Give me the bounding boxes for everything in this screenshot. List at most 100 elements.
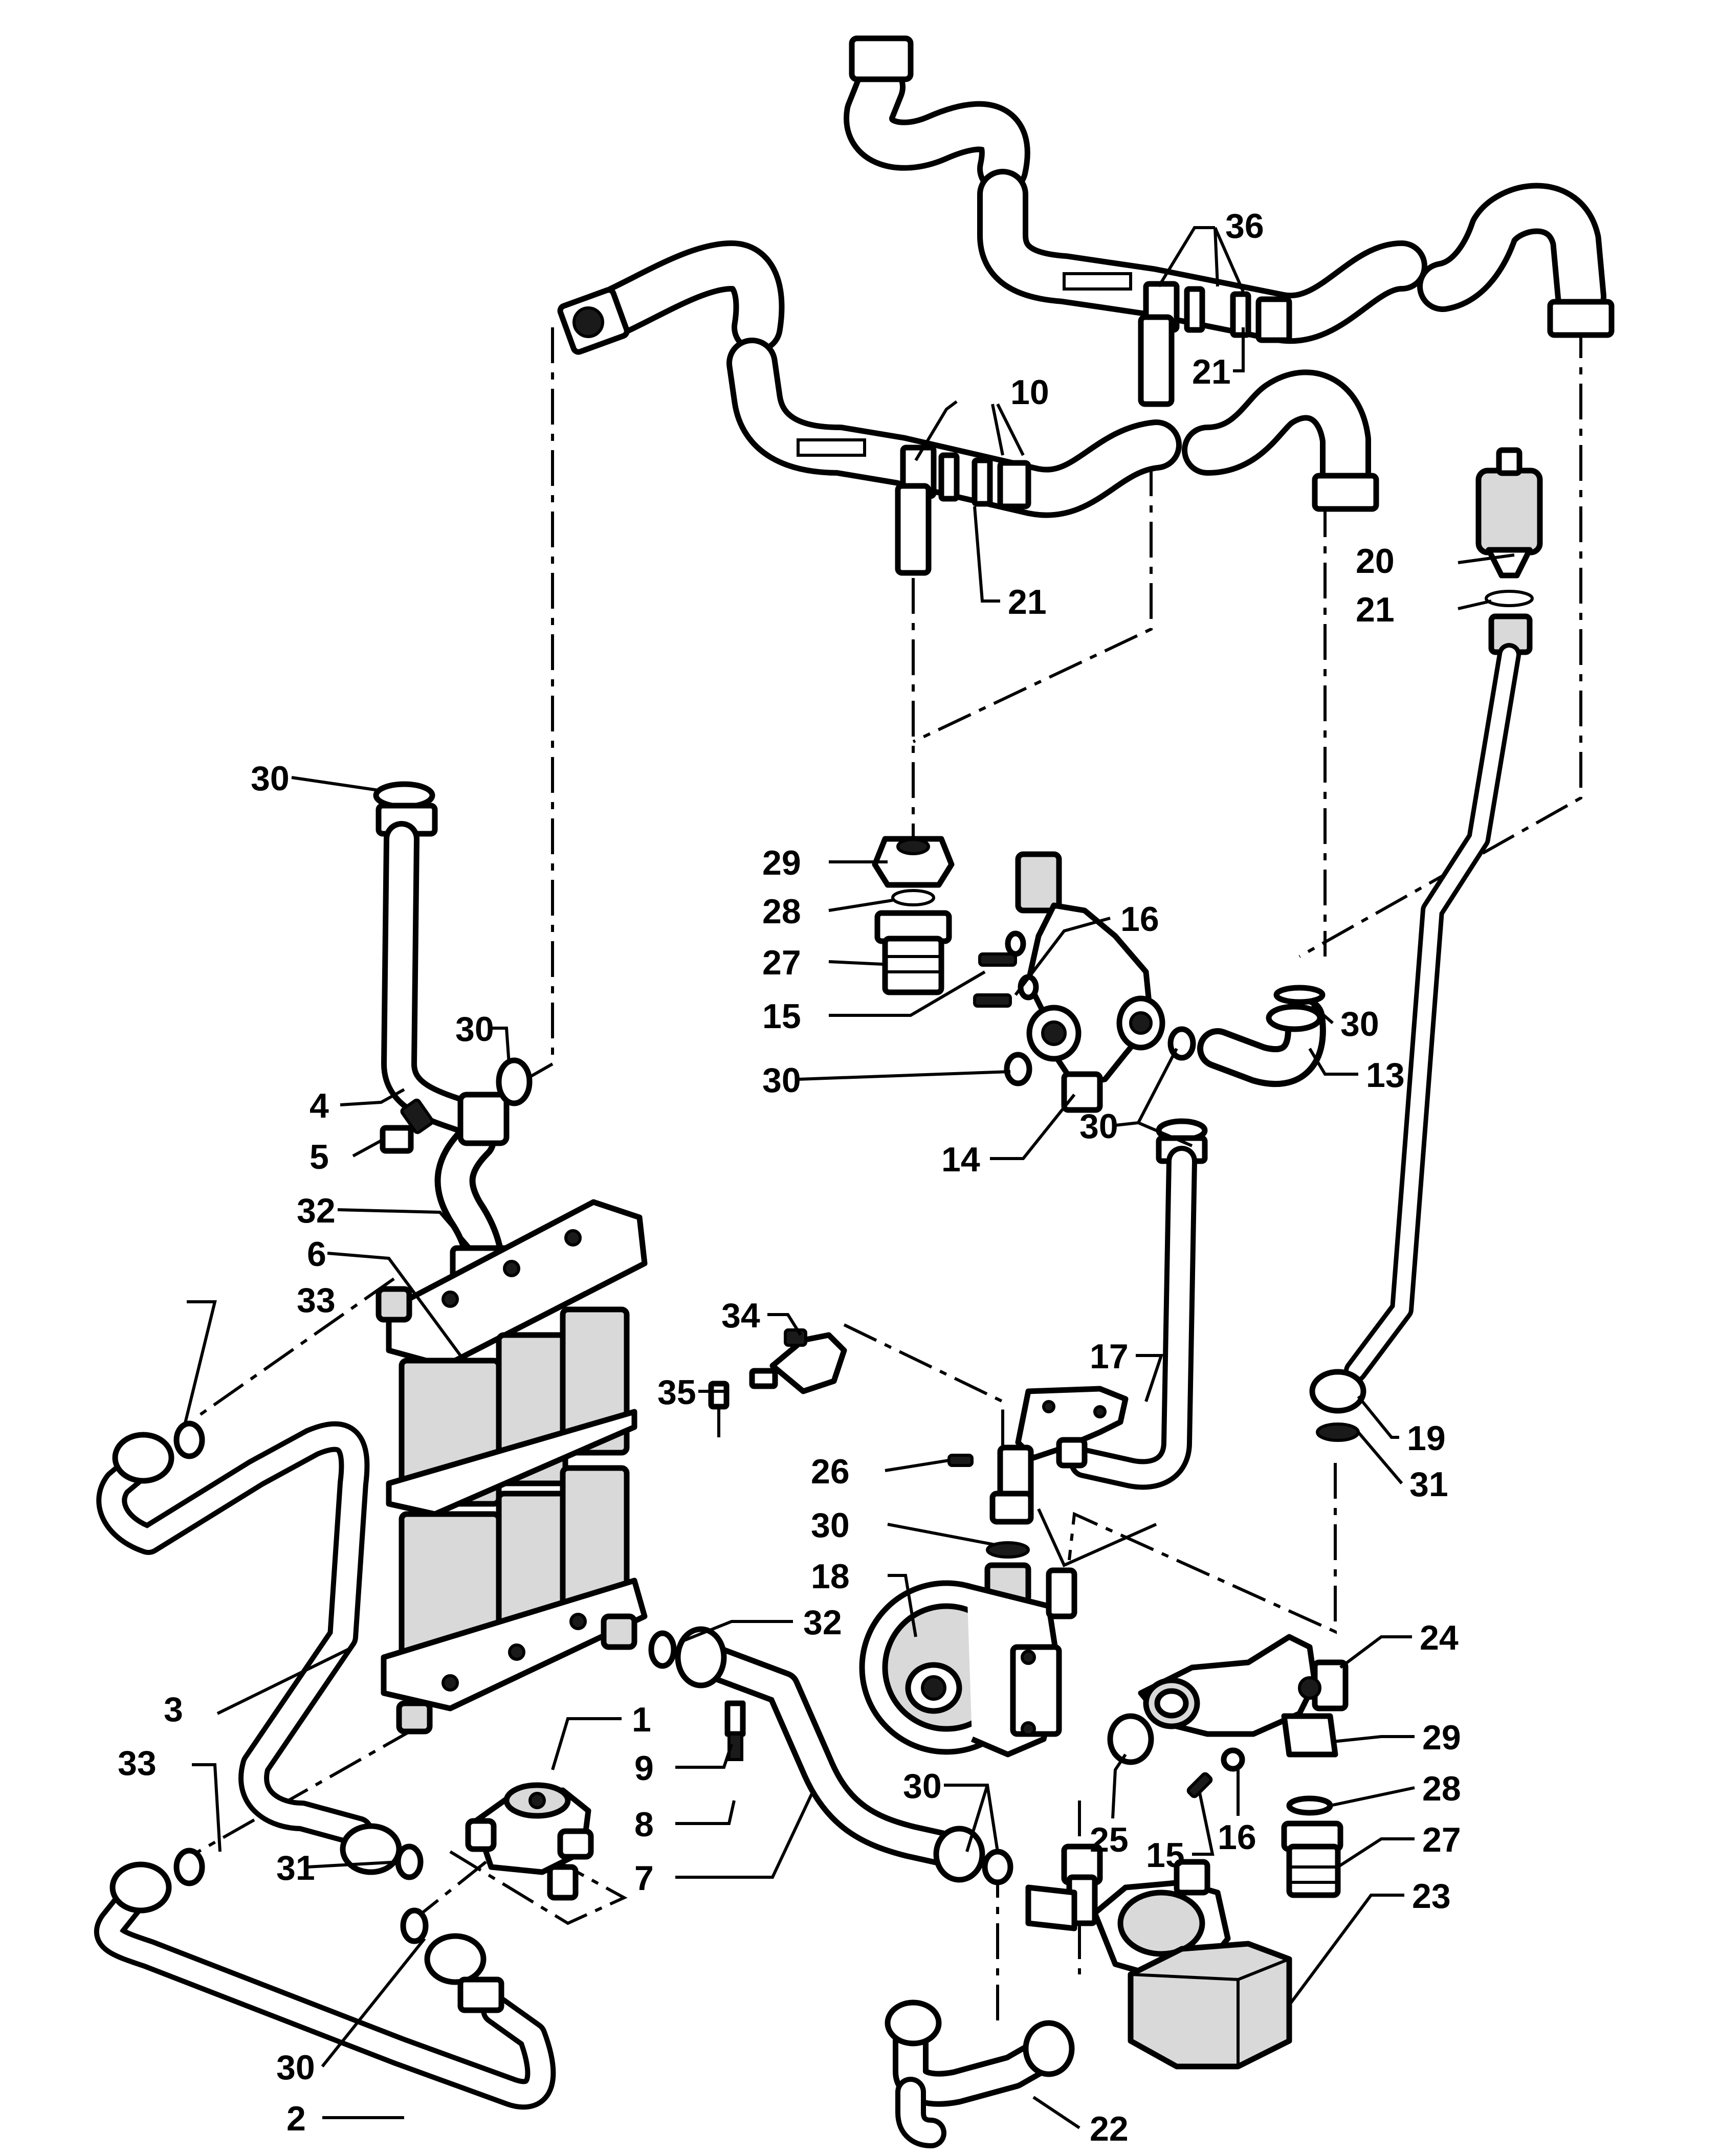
pipe-3-and-2 [94,1420,556,2110]
label-5: 5 [310,1138,329,1176]
label-27: 27 [762,943,801,982]
union-27-upper [882,936,944,995]
hose-nut-top [849,35,914,82]
label-13: 13 [1366,1056,1405,1095]
label-24: 24 [1420,1618,1459,1657]
washer-32-lower [648,1630,677,1669]
pipe-7-end-nut [933,1826,985,1883]
washer-33-top [173,1420,205,1459]
label-26: 26 [811,1452,850,1491]
label-30: 30 [251,759,290,798]
label-30: 30 [811,1506,850,1545]
heat-exchanger-6 [376,1199,677,1735]
label-22: 22 [1090,2109,1129,2148]
hose-nut-middle-right [1312,473,1379,512]
tee-outlet-36 [1138,314,1175,407]
nut-29-lower [1281,1713,1338,1758]
part-number-labels: 30 30 4 5 32 6 33 3 33 31 30 2 1 9 8 7 3… [118,207,1461,2148]
filter-20 [1475,468,1543,555]
elbow-24-assembly [1107,1634,1349,1898]
washer-30-elbow13 [1273,985,1326,1005]
label-31: 31 [276,1849,315,1887]
label-9: 9 [634,1749,654,1788]
switch-34 [708,1328,847,1437]
middle-hose-assembly [557,240,1379,576]
filter-assembly [1309,447,1543,1442]
label-28: 28 [762,892,801,931]
clip-35 [708,1381,730,1410]
label-16: 16 [1218,1818,1256,1857]
label-30: 30 [1079,1107,1118,1146]
washer-31-left [395,1843,424,1880]
label-3: 3 [164,1690,183,1729]
washer-31-right [1316,1422,1360,1442]
label-16: 16 [1120,900,1159,939]
label-34: 34 [721,1296,760,1335]
label-21: 21 [1192,352,1231,391]
label-32: 32 [297,1191,336,1230]
valve-body-14 [973,851,1196,1113]
label-2: 2 [286,2099,306,2138]
label-30: 30 [1340,1005,1379,1043]
label-30: 30 [276,2048,315,2087]
label-4: 4 [310,1086,329,1125]
valve-23 [1025,1843,1292,2070]
elbow-13 [1197,985,1326,1087]
label-21: 21 [1356,590,1395,629]
label-35: 35 [657,1373,696,1412]
fitting-27-28-29-upper [872,836,955,995]
label-29: 29 [1422,1718,1461,1757]
label-30: 30 [903,1767,942,1806]
label-8: 8 [634,1805,654,1844]
label-31: 31 [1409,1465,1448,1504]
label-33: 33 [118,1744,157,1783]
label-36: 36 [1225,207,1264,246]
label-20: 20 [1356,542,1395,581]
label-19: 19 [1407,1419,1446,1458]
label-28: 28 [1422,1769,1461,1808]
pipe-22 [885,1999,1075,2148]
pipe-3-nut-bottom [340,1823,402,1875]
upper-hose-assembly [844,35,1615,407]
washer-21 [1485,590,1534,607]
screw-26 [947,1454,974,1467]
label-10: 10 [1010,373,1049,412]
washer-33-bottom [173,1848,205,1886]
pipe-19-nut [1309,1369,1366,1414]
label-15: 15 [1146,1836,1185,1875]
washer-30-pipe7 [982,1849,1013,1885]
label-21: 21 [1008,583,1047,621]
screw-15-lower-right [1186,1772,1213,1798]
plug-5 [380,1125,414,1154]
valve-1 [465,1782,594,1901]
label-17: 17 [1090,1337,1129,1376]
label-23: 23 [1412,1877,1451,1916]
label-33: 33 [297,1281,336,1320]
washer-16-lower [1221,1747,1245,1772]
label-1: 1 [632,1700,651,1739]
label-29: 29 [762,843,801,882]
pipe-2-nut [109,1861,172,1914]
label-25: 25 [1090,1820,1129,1859]
pipe-3-nut-top [112,1432,174,1484]
label-15: 15 [762,997,801,1036]
washer-30-pipe4 [496,1057,533,1106]
washer-30-pump-top [986,1541,1030,1559]
washer-28-lower [1286,1795,1333,1816]
pipe-17-assembly [947,1118,1208,1567]
pipe-7-nut [675,1626,727,1688]
washer-30-valve-left [1004,1052,1032,1086]
label-14: 14 [941,1140,980,1179]
label-32: 32 [803,1603,842,1642]
seal-25 [1107,1713,1154,1765]
tee-outlet-10 [895,483,932,576]
label-27: 27 [1422,1820,1461,1859]
screw-15-lower [973,993,1012,1008]
pipe-7-assembly [675,1626,1013,1885]
screw-15-upper [978,952,1017,967]
label-18: 18 [811,1557,850,1596]
pump-18 [859,1541,1077,1758]
hose-nut-right [1547,299,1615,338]
washer-30-bottom-left [400,1907,429,1944]
